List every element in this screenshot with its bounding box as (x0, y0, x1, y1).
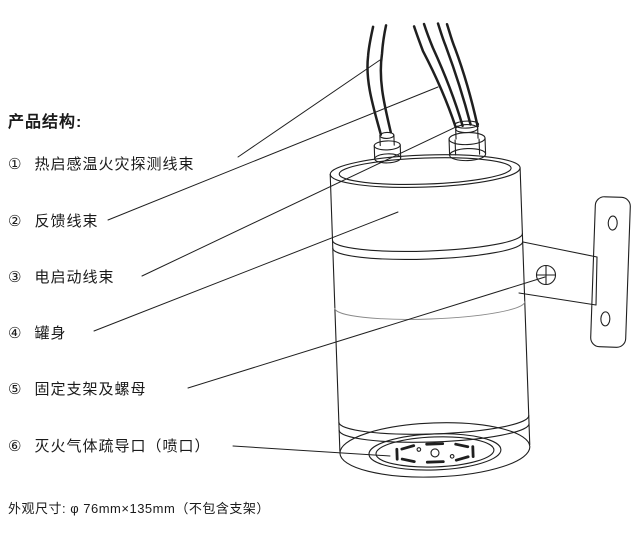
leader-line-4 (93, 211, 399, 332)
wire-harness-feedback (412, 22, 464, 129)
can-bottom-outer (339, 422, 531, 478)
part-label-3: ③ 电启动线束 (8, 268, 114, 288)
bracket-screw-nut (535, 264, 557, 286)
part-text-6: 灭火气体疏导口（喷口） (34, 438, 211, 455)
nozzle-face (339, 422, 531, 478)
part-text-5: 固定支架及螺母 (34, 381, 147, 398)
page-title: 产品结构: (8, 114, 83, 131)
bracket-band-edge (595, 256, 598, 306)
nozzle-ring-outer (368, 433, 502, 471)
nozzle-ring-inner (375, 436, 495, 468)
can-top-rim-inner (338, 157, 512, 185)
can-seam (338, 423, 530, 443)
part-number-3: ③ (8, 269, 23, 286)
nozzle-small-hole (416, 447, 422, 452)
bracket-band-upper (522, 241, 598, 258)
part-label-6: ⑥ 灭火气体疏导口（喷口） (8, 437, 210, 457)
part-label-5: ⑤ 固定支架及螺母 (8, 380, 146, 400)
part-label-2: ② 反馈线束 (8, 212, 98, 232)
leader-lines (93, 59, 546, 457)
top-fitting-right (448, 120, 487, 162)
can-side-right (519, 167, 531, 446)
part-text-1: 热启感温火灾探测线束 (34, 156, 195, 173)
nozzle-center-hole (430, 448, 440, 458)
bracket-hole-top (607, 215, 618, 231)
nozzle-small-hole (449, 453, 455, 459)
part-text-3: 电启动线束 (34, 269, 115, 286)
leader-line-2 (107, 86, 439, 221)
wire-harnesses (366, 22, 479, 136)
part-label-4: ④ 罐身 (8, 324, 66, 344)
leader-line-1 (237, 59, 381, 158)
can-seam-light (334, 301, 526, 320)
can-side-left (329, 173, 341, 452)
bracket-wall-plate (590, 196, 631, 348)
part-text-2: 反馈线束 (34, 213, 99, 230)
part-number-1: ① (8, 156, 23, 173)
part-number-2: ② (8, 213, 23, 230)
bracket-band-lower (518, 292, 597, 306)
mounting-bracket (518, 196, 631, 348)
wire-harness-detection (366, 24, 393, 136)
can-seam (332, 241, 524, 260)
wire-harness-electric-start (436, 22, 479, 128)
can-seam (331, 233, 523, 252)
part-number-5: ⑤ (8, 381, 23, 398)
part-number-4: ④ (8, 325, 23, 342)
part-label-1: ① 热启感温火灾探测线束 (8, 155, 194, 175)
part-text-4: 罐身 (34, 325, 67, 342)
bracket-hole-bottom (600, 311, 611, 327)
nozzle-slots (395, 442, 475, 464)
leader-line-6 (232, 445, 391, 457)
dimensions-note: 外观尺寸: φ 76mm×135mm（不包含支架） (8, 501, 270, 516)
top-fitting-left (373, 131, 402, 164)
canister-illustration (329, 22, 531, 478)
part-number-6: ⑥ (8, 438, 23, 455)
leader-line-5 (187, 276, 546, 389)
leader-line-3 (141, 125, 459, 277)
